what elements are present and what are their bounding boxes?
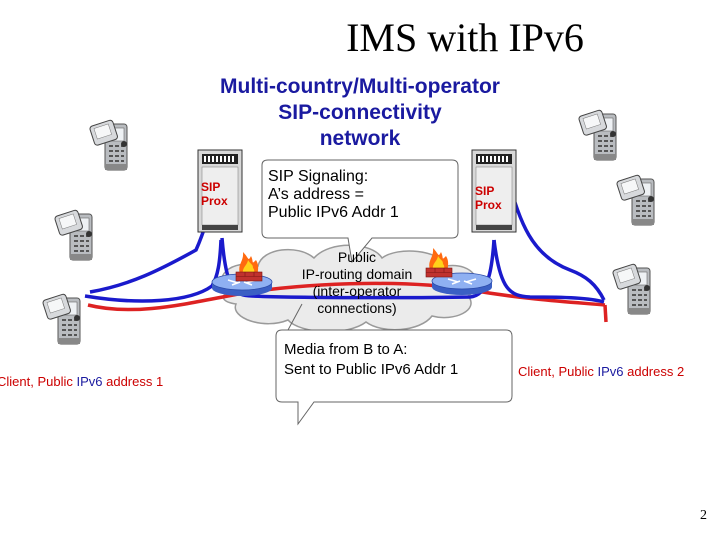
media-path: [87, 281, 608, 323]
client-label-ipv6: IPv6: [597, 364, 624, 379]
network-heading: Multi-country/Multi-operator SIP-connect…: [170, 74, 550, 152]
page-title: IMS with IPv6: [346, 15, 584, 60]
network-heading-line: Multi-country/Multi-operator: [220, 75, 500, 98]
sip-signaling-text: SIP Signaling: A’s address = Public IPv6…: [268, 168, 448, 222]
network-heading-line: network: [319, 127, 401, 150]
client-label-suffix: address 1: [102, 374, 164, 389]
proxy-label-line: SIP: [201, 180, 221, 194]
client-label-suffix: address 2: [623, 364, 685, 379]
proxy-label-line: SIP: [475, 184, 495, 198]
domain-label-line: IP-routing domain: [301, 266, 413, 282]
client-label-prefix: Client, Public: [518, 364, 598, 379]
page-number: 2: [700, 508, 707, 523]
client-a-label: Client, Public IPv6 address 1: [0, 374, 163, 389]
mobile-phone-icon: [53, 209, 93, 261]
callout-line: Media from B to A:: [284, 341, 408, 358]
callout-line: Public IPv6 Addr 1: [268, 204, 399, 221]
proxy-label-line: Prox: [201, 194, 228, 208]
proxy-label-line: Prox: [475, 198, 502, 212]
mobile-phone-icon: [611, 263, 651, 315]
domain-label-line: (inter-operator: [312, 283, 402, 299]
callout-line: Sent to Public IPv6 Addr 1: [284, 361, 459, 378]
callout-line: SIP Signaling:: [268, 168, 369, 185]
sip-proxy-label-right: SIP Prox: [475, 184, 502, 212]
domain-label-line: connections): [317, 300, 397, 316]
firewall-icon: [235, 251, 263, 282]
public-routing-domain-label: Public IP-routing domain (inter-operator…: [282, 249, 432, 317]
sip-proxy-label-left: SIP Prox: [201, 180, 228, 208]
mobile-phone-icon: [615, 174, 655, 226]
network-heading-line: SIP-connectivity: [278, 101, 442, 124]
callout-line: A’s address =: [268, 186, 364, 203]
client-label-prefix: Client, Public: [0, 374, 77, 389]
client-b-label: Client, Public IPv6 address 2: [518, 364, 684, 379]
mobile-phone-icon: [88, 119, 128, 171]
mobile-phone-icon: [41, 293, 81, 345]
media-text: Media from B to A: Sent to Public IPv6 A…: [284, 340, 514, 380]
client-label-ipv6: IPv6: [76, 374, 103, 389]
sip-signaling-callout: [261, 159, 459, 264]
media-callout: [275, 303, 513, 426]
mobile-phone-icon: [577, 109, 617, 161]
domain-label-line: Public: [337, 249, 377, 265]
